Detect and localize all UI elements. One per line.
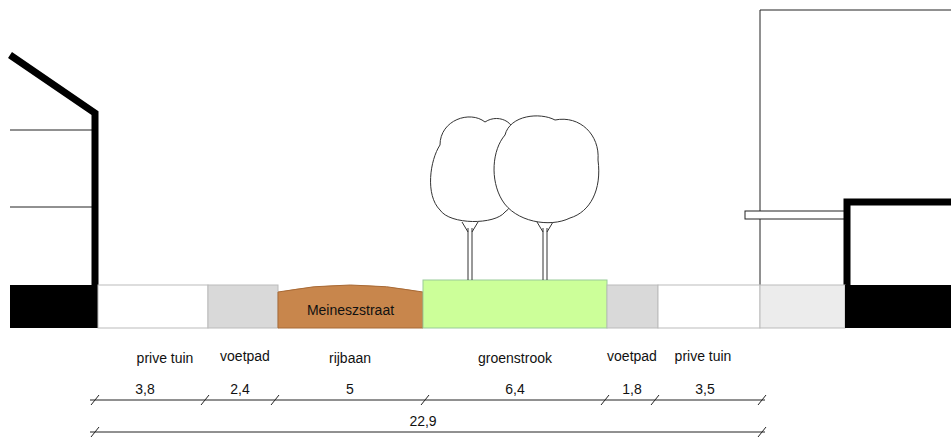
foundation <box>10 285 98 328</box>
sidewalk-strip <box>208 285 278 328</box>
dimension: 1,8 <box>622 381 641 397</box>
dimension: 3,8 <box>135 381 154 397</box>
paving-strip <box>760 285 845 328</box>
road-label-box: Meineszstraat <box>278 292 423 328</box>
garden-strip <box>98 285 208 328</box>
dimension: 5 <box>346 381 354 397</box>
zone-name: voetpad <box>607 348 657 364</box>
dimension: 2,4 <box>230 381 249 397</box>
zone-name: groenstrook <box>478 350 552 366</box>
canopy <box>745 211 845 219</box>
zone-name: rijbaan <box>329 350 371 366</box>
floor-line <box>10 207 97 208</box>
dimension: 6,4 <box>505 381 524 397</box>
green-strip <box>423 280 607 328</box>
sidewalk-strip <box>607 285 658 328</box>
zone-name: voetpad <box>220 348 270 364</box>
floor-line <box>10 130 97 131</box>
building-wall <box>10 55 95 290</box>
road-strip <box>278 285 423 328</box>
garden-strip <box>658 285 760 328</box>
dimension-total: 22,9 <box>409 413 436 429</box>
tree <box>494 116 599 280</box>
foundation <box>845 285 951 328</box>
zone-name: prive tuin <box>675 348 732 364</box>
dimension-line <box>90 395 766 437</box>
zone-name: prive tuin <box>137 350 194 366</box>
building-outline <box>760 10 951 285</box>
street-name: Meineszstraat <box>307 302 394 318</box>
dimension: 3,5 <box>695 381 714 397</box>
